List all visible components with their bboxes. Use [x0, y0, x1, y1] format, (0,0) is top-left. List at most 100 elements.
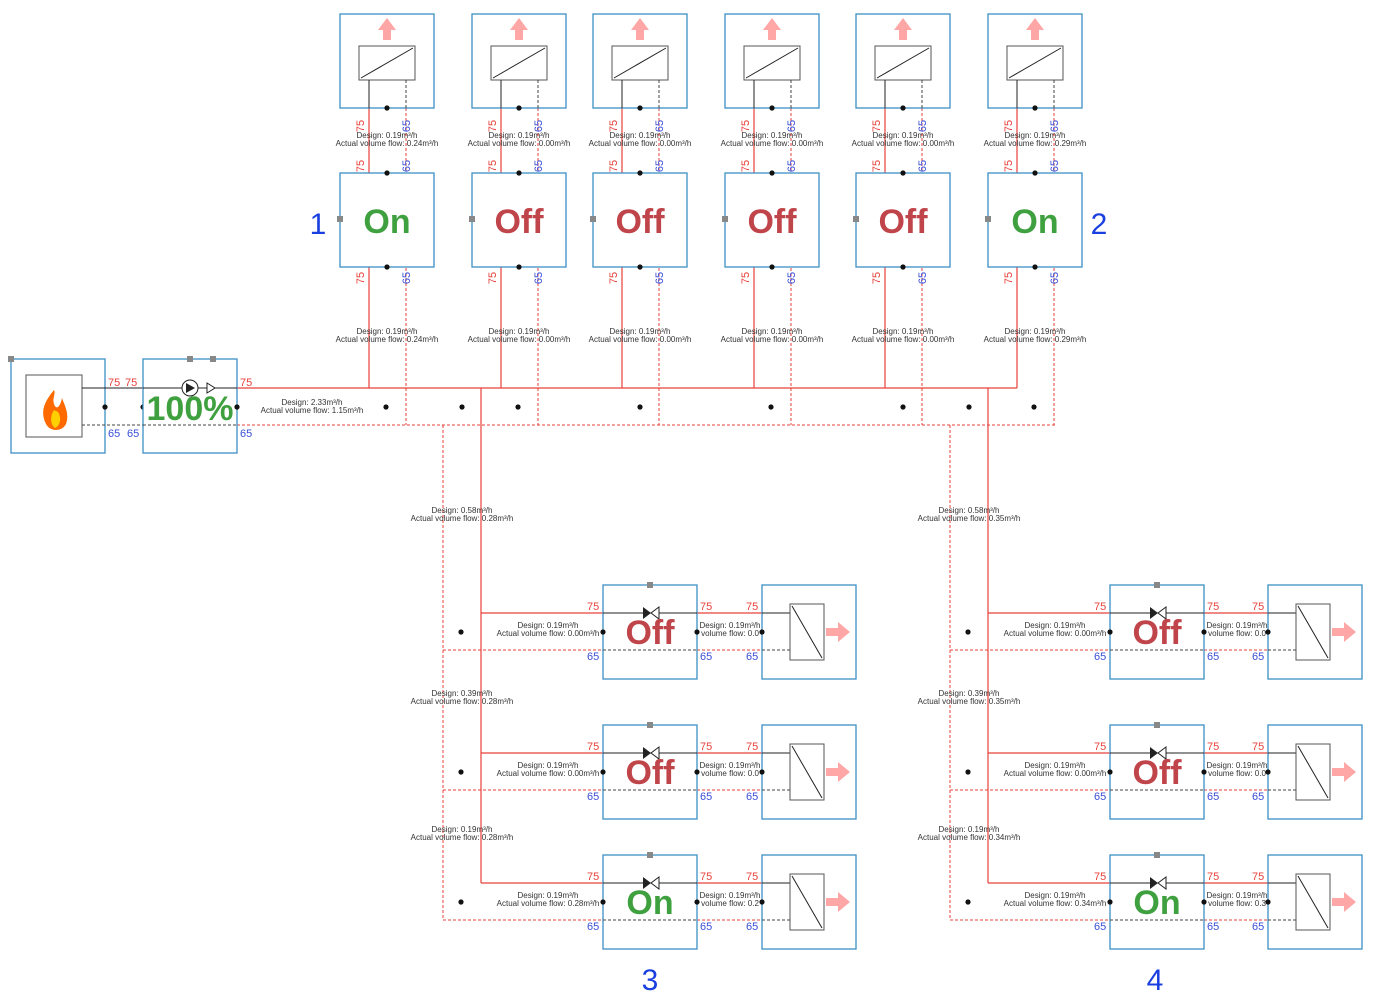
valve-state-label: Off [494, 203, 544, 241]
supply-temp-label: 75 [125, 377, 137, 389]
valve-icon [650, 606, 660, 620]
valve-icon [1150, 747, 1158, 759]
return-temp-label: 65 [533, 120, 545, 132]
supply-temp-label: 75 [608, 160, 620, 172]
heat-output-arrow-icon [631, 18, 649, 40]
return-temp-label: 65 [746, 651, 758, 663]
design-flow-label: Design: 0.19m³/h [610, 327, 671, 336]
supply-temp-label: 75 [871, 272, 883, 284]
actual-flow-label: volume flow: 0.0 [701, 769, 759, 778]
design-flow-label: Design: 0.19m³/h [700, 761, 761, 770]
junction-dot [1032, 264, 1038, 270]
junction-dot [768, 404, 774, 410]
actual-flow-label: Actual volume flow: 0.00m³/h [721, 139, 824, 148]
valve-unit[interactable] [724, 172, 820, 268]
actual-flow-label: Actual volume flow: 0.24m³/h [336, 139, 439, 148]
junction-dot [458, 629, 464, 635]
return-temp-label: 65 [1094, 651, 1106, 663]
valve-icon [643, 747, 651, 759]
actual-flow-label: volume flow: 0.2 [701, 899, 759, 908]
control-connector-icon [187, 356, 193, 362]
junction-dot [769, 170, 775, 176]
valve-unit[interactable] [855, 172, 951, 268]
supply-temp-label: 75 [240, 377, 252, 389]
return-temp-label: 65 [1207, 791, 1219, 803]
flame-core-icon [51, 410, 61, 428]
pump-unit[interactable] [142, 358, 238, 454]
design-flow-label: Design: 0.19m³/h [1025, 621, 1086, 630]
return-temp-label: 65 [401, 120, 413, 132]
return-temp-label: 65 [587, 791, 599, 803]
actual-flow-label: Actual volume flow: 0.28m³/h [411, 514, 514, 523]
control-connector-icon [8, 356, 14, 362]
junction-dot [694, 769, 700, 775]
actual-flow-label: Actual volume flow: 0.34m³/h [918, 833, 1021, 842]
branch-number-1: 1 [310, 208, 327, 241]
radiator-diagonal [791, 875, 823, 929]
return-temp-label: 65 [654, 160, 666, 172]
control-connector-icon [1154, 852, 1160, 858]
junction-dot [769, 105, 775, 111]
radiator-diagonal [492, 47, 546, 79]
control-connector-icon [722, 216, 728, 222]
control-connector-icon [647, 852, 653, 858]
actual-flow-label: Actual volume flow: 0.00m³/h [721, 335, 824, 344]
supply-temp-label: 75 [587, 601, 599, 613]
supply-temp-label: 75 [1207, 741, 1219, 753]
junction-dot [516, 170, 522, 176]
heat-output-arrow-icon [378, 18, 396, 40]
supply-temp-label: 75 [871, 160, 883, 172]
valve-unit[interactable] [1109, 724, 1205, 820]
valve-state-label: Off [625, 614, 675, 652]
actual-flow-label: Actual volume flow: 0.35m³/h [918, 697, 1021, 706]
radiator-diagonal [876, 47, 930, 79]
valve-state-label: Off [747, 203, 797, 241]
junction-dot [759, 769, 765, 775]
junction-dot [900, 404, 906, 410]
supply-temp-label: 75 [1003, 272, 1015, 284]
control-connector-icon [1154, 582, 1160, 588]
junction-dot [1265, 629, 1271, 635]
actual-flow-label: Actual volume flow: 0.35m³/h [918, 514, 1021, 523]
supply-temp-label: 75 [1094, 601, 1106, 613]
actual-flow-label: Actual volume flow: 0.00m³/h [589, 139, 692, 148]
junction-dot [458, 899, 464, 905]
actual-flow-label: Actual volume flow: 0.24m³/h [336, 335, 439, 344]
design-flow-label: Design: 0.19m³/h [489, 131, 550, 140]
radiator-diagonal [1297, 745, 1329, 799]
valve-unit[interactable] [471, 172, 567, 268]
actual-flow-label: Actual volume flow: 0.29m³/h [984, 335, 1087, 344]
junction-dot [965, 769, 971, 775]
supply-temp-label: 75 [587, 741, 599, 753]
design-flow-label: Design: 0.19m³/h [518, 761, 579, 770]
design-flow-label: Design: 0.19m³/h [1207, 761, 1268, 770]
actual-flow-label: Actual volume flow: 0.00m³/h [468, 335, 571, 344]
supply-temp-label: 75 [487, 160, 499, 172]
supply-temp-label: 75 [487, 272, 499, 284]
valve-icon [643, 607, 651, 619]
return-temp-label: 65 [917, 272, 929, 284]
junction-dot [1201, 629, 1207, 635]
design-flow-label: Design: 0.19m³/h [1207, 891, 1268, 900]
valve-unit[interactable] [592, 172, 688, 268]
supply-temp-label: 75 [1207, 601, 1219, 613]
branch-number-4: 4 [1147, 964, 1164, 997]
return-temp-label: 65 [917, 160, 929, 172]
actual-flow-label: Actual volume flow: 0.34m³/h [1004, 899, 1107, 908]
junction-dot [600, 769, 606, 775]
valve-icon [1157, 876, 1167, 890]
junction-dot [637, 404, 643, 410]
control-connector-icon [1154, 722, 1160, 728]
supply-temp-label: 75 [355, 272, 367, 284]
return-temp-label: 65 [654, 120, 666, 132]
return-temp-label: 65 [1252, 921, 1264, 933]
control-connector-icon [210, 356, 216, 362]
control-connector-icon [647, 582, 653, 588]
control-connector-icon [590, 216, 596, 222]
return-temp-label: 65 [108, 428, 120, 440]
valve-icon [650, 746, 660, 760]
valve-unit[interactable] [1109, 854, 1205, 950]
return-temp-label: 65 [1252, 791, 1264, 803]
heat-output-arrow-icon [1332, 892, 1356, 912]
supply-temp-label: 75 [608, 120, 620, 132]
